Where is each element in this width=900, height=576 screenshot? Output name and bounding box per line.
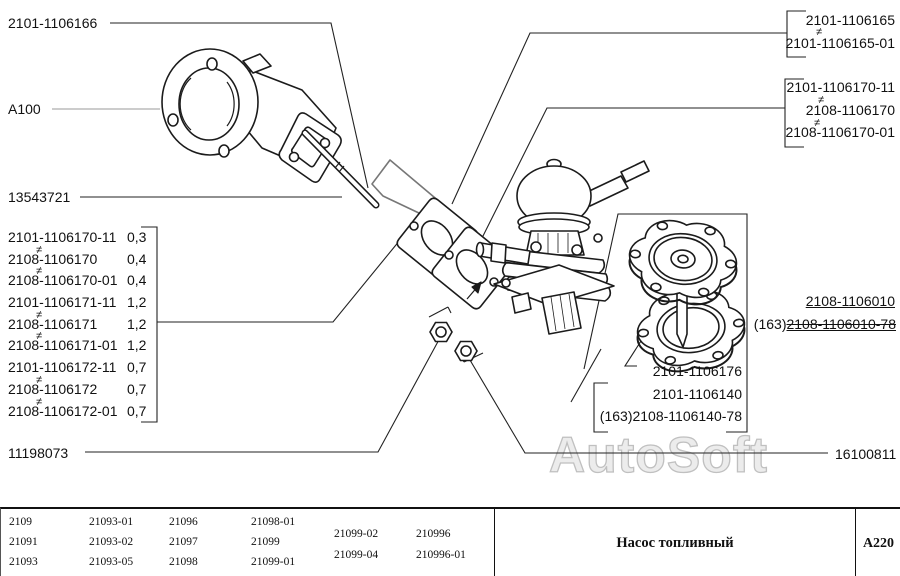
model-column: 2109 21091 21093 [9, 516, 38, 568]
callout-pushrod: 13543721 [8, 189, 71, 205]
callout-housing: 2101-1106166 [8, 15, 98, 31]
fuel-pump-exploded-diagram [52, 10, 828, 454]
group-1106170: 2101-1106170-11 2108-1106170 2108-110617… [785, 79, 895, 140]
pushrod-drawing [301, 129, 380, 209]
bracket-kit-140 [593, 382, 608, 433]
diaphragm-stem-drawing [676, 287, 688, 350]
leader-gasket-176 [623, 340, 642, 367]
leader-group-170 [476, 107, 785, 249]
model-column: 21093-01 21093-02 21093-05 [89, 516, 134, 568]
sheet-code: A220 [862, 535, 895, 551]
callout-kit-140-78: (163)2108-1106140-78 [599, 408, 742, 424]
callout-gasket-176: 2101-1106176 [652, 363, 742, 379]
not-equal-icon: ≠ [818, 94, 825, 106]
autosoft-watermark: AutoSoft [548, 426, 769, 483]
not-equal-icon: ≠ [36, 308, 43, 321]
leader-nut-right [466, 354, 828, 454]
not-equal-icon: ≠ [36, 265, 43, 278]
leader-nut-left [85, 335, 442, 453]
not-equal-icon: ≠ [814, 117, 821, 129]
leader-lines [52, 10, 828, 454]
model-column: 210996 210996-01 [416, 528, 466, 561]
not-equal-icon: ≠ [36, 373, 43, 386]
model-list-cell: 2109 21091 21093 21093-01 21093-02 21093… [1, 509, 494, 576]
sheet-title: Насос топливный [494, 509, 856, 576]
bracket-group-170 [784, 78, 804, 148]
model-column: 21098-01 21099 21099-01 [251, 516, 296, 568]
bracket-gasket-list [141, 226, 158, 423]
bracket-diaphragm-box [583, 213, 748, 433]
diaphragm-plate-drawing [626, 217, 740, 302]
drive-housing-drawing [161, 48, 342, 183]
not-equal-icon: ≠ [36, 243, 43, 256]
model-column: 21099-02 21099-04 [334, 528, 379, 561]
leader-gasket-list [157, 239, 401, 323]
not-equal-icon: ≠ [36, 330, 43, 343]
model-column: 21096 21097 21098 [169, 516, 198, 568]
callout-kit-140: 2101-1106140 [652, 386, 742, 402]
tick-nut-left [428, 306, 452, 318]
leader-housing [110, 22, 369, 189]
part-link-1106010[interactable]: 2108-1106010 [805, 293, 895, 309]
fuel-pump-drawing [466, 158, 650, 335]
not-equal-icon: ≠ [36, 395, 43, 408]
diaphragm-gasket-drawing [634, 287, 748, 370]
callout-nut-right: 16100811 [835, 446, 897, 462]
leader-group-165 [451, 32, 787, 205]
part-link-1106010-78[interactable]: (163)2108-1106010-78 [753, 316, 896, 332]
not-equal-icon: ≠ [816, 26, 823, 38]
group-1106165: 2101-1106165 2101-1106165-01 [785, 12, 895, 51]
callout-a100: A100 [8, 101, 41, 117]
leader-kit-140 [570, 348, 602, 403]
bracket-group-165 [786, 10, 806, 58]
nuts-drawing [429, 321, 478, 362]
callout-nut-left: 11198073 [8, 445, 69, 461]
catalog-footer-table: 2109 21091 21093 21093-01 21093-02 21093… [0, 507, 900, 576]
